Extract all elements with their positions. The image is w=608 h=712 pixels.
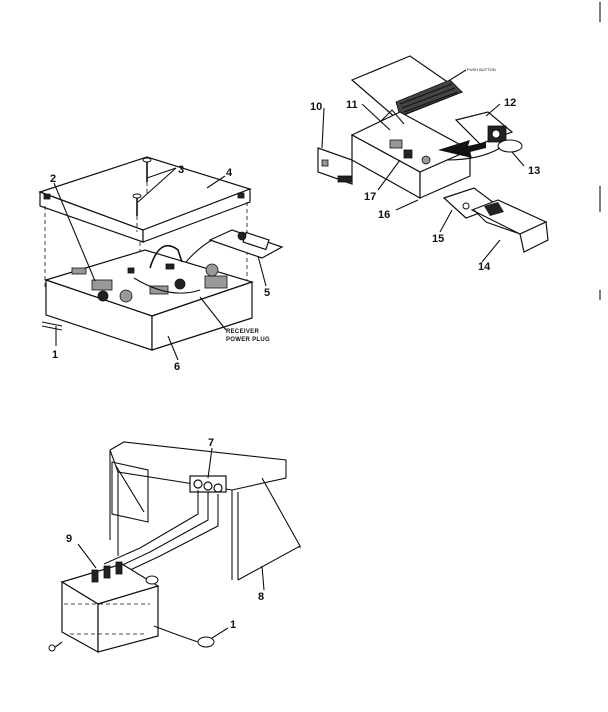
callout-8: 8 (258, 591, 264, 603)
callout-6: 6 (174, 361, 180, 373)
receiver-label: RECEIVER (226, 329, 259, 335)
callout-2: 2 (50, 173, 56, 185)
callout-7: 7 (208, 437, 214, 449)
callout-1-bottom: 1 (230, 619, 236, 631)
callout-15: 15 (432, 233, 444, 245)
visor-clip (470, 199, 549, 253)
callout-13: 13 (528, 165, 540, 177)
end-plate (317, 147, 353, 185)
callout-4: 4 (226, 167, 233, 179)
callout-3: 3 (178, 164, 184, 176)
wiring-assembly: 7 9 8 1 (48, 437, 301, 654)
callout-1-top: 1 (52, 349, 58, 361)
callout-12: 12 (504, 97, 516, 109)
screw-pair (132, 157, 152, 232)
callout-14: 14 (478, 261, 491, 273)
terminal-block (189, 475, 227, 493)
cover-lid (38, 156, 252, 243)
base-box (44, 245, 254, 351)
callout-16: 16 (378, 209, 390, 221)
transmitter-case (350, 109, 472, 200)
power-plug (185, 229, 284, 263)
callout-10: 10 (310, 101, 322, 113)
battery (454, 111, 514, 145)
battery-snap (497, 139, 523, 153)
push-button-label: PUSH BUTTON (467, 67, 496, 72)
callout-9: 9 (66, 533, 72, 545)
receiver-assembly: RECEIVER POWER PLUG 2 3 4 5 1 6 (38, 156, 284, 373)
receiver-unit (48, 561, 160, 654)
callout-17: 17 (364, 191, 376, 203)
mounting-panel (109, 441, 301, 581)
power-plug-label: POWER PLUG (226, 337, 270, 343)
callout-11: 11 (346, 99, 358, 111)
callout-5: 5 (264, 287, 270, 299)
push-button-lid: PUSH BUTTON (350, 55, 496, 119)
transmitter-assembly: PUSH BUTTON (310, 55, 549, 273)
